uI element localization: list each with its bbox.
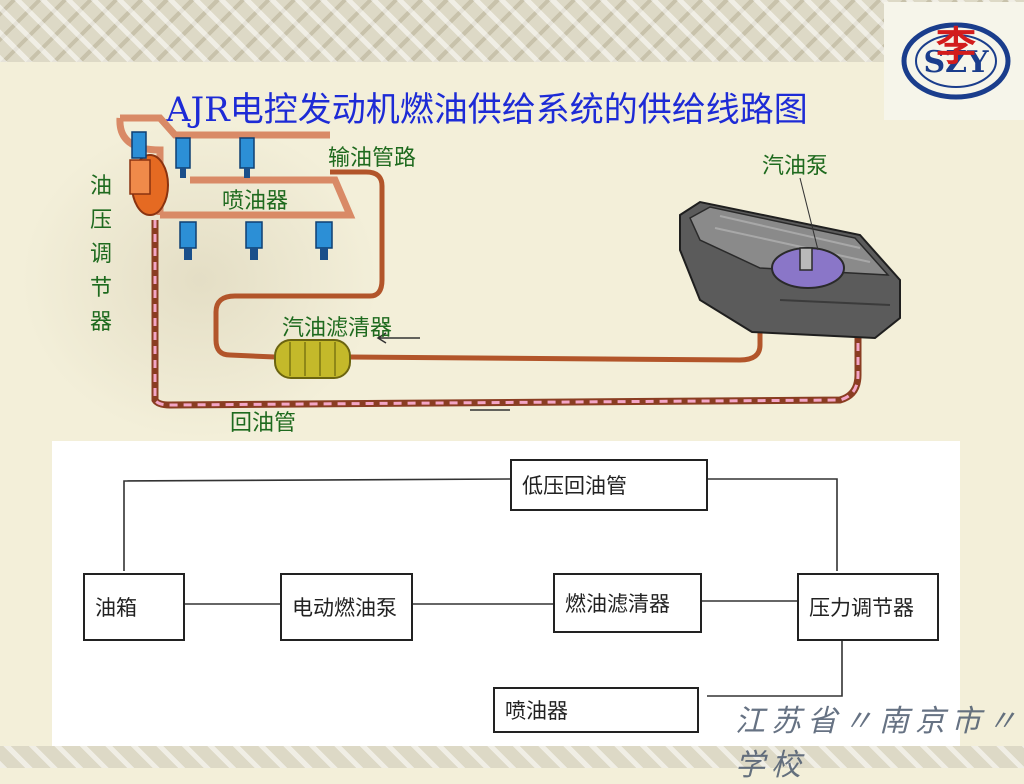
page-title: AJR电控发动机燃油供给系统的供给线路图 bbox=[166, 90, 808, 130]
box-electric-pump: 电动燃油泵 bbox=[280, 573, 413, 641]
logo-text: SZY bbox=[924, 45, 990, 80]
label-pump: 汽油泵 bbox=[762, 154, 829, 179]
pump-pointer-line bbox=[799, 177, 819, 251]
box-low-pressure-return: 低压回油管 bbox=[510, 459, 708, 511]
flow-arrow-filter bbox=[376, 332, 420, 344]
calligraphy-signature: 江苏省〃南京市〃学校 bbox=[735, 704, 1023, 783]
logo-emblem: SZY 李 bbox=[901, 22, 1011, 100]
box-fuel-filter: 燃油滤清器 bbox=[553, 573, 702, 633]
fuel-filter-shape bbox=[274, 339, 351, 379]
flowchart-panel: 低压回油管 油箱 电动燃油泵 燃油滤清器 压力调节器 喷油器 bbox=[52, 441, 960, 747]
fuel-system-illustration bbox=[116, 114, 901, 411]
connector-regulator-to-injector bbox=[707, 640, 843, 697]
connector-return-to-tank bbox=[123, 478, 511, 571]
label-fuel-line: 输油管路 bbox=[328, 146, 417, 171]
fuel-rail-upper bbox=[120, 114, 330, 139]
bottom-decorative-border bbox=[0, 746, 1024, 768]
fuel-tank-shape bbox=[679, 200, 901, 340]
box-injector: 喷油器 bbox=[493, 687, 699, 733]
injector-lower-1 bbox=[179, 221, 197, 260]
pressure-regulator-shape bbox=[129, 154, 169, 216]
injector-upper-3 bbox=[131, 131, 147, 159]
box-tank: 油箱 bbox=[83, 573, 185, 641]
flowchart-connectors bbox=[123, 478, 843, 697]
label-injector: 喷油器 bbox=[222, 189, 289, 214]
injector-lower-3 bbox=[315, 221, 333, 260]
label-filter: 汽油滤清器 bbox=[282, 316, 393, 341]
label-return-line: 回油管 bbox=[230, 411, 297, 436]
injector-upper-1 bbox=[175, 137, 191, 178]
fuel-rail-lower bbox=[160, 176, 356, 219]
school-logo: SZY 李 bbox=[884, 2, 1024, 120]
logo-glyph: 李 bbox=[936, 24, 976, 70]
background-watermark bbox=[20, 120, 380, 440]
filter-to-rail-pipe bbox=[213, 169, 385, 360]
top-decorative-border bbox=[0, 0, 1024, 62]
injector-lower-2 bbox=[245, 221, 263, 260]
connector-regulator-to-return bbox=[708, 478, 838, 571]
injector-upper-2 bbox=[239, 137, 255, 178]
label-regulator: 油压调节器 bbox=[89, 174, 112, 335]
box-pressure-regulator: 压力调节器 bbox=[797, 573, 939, 641]
